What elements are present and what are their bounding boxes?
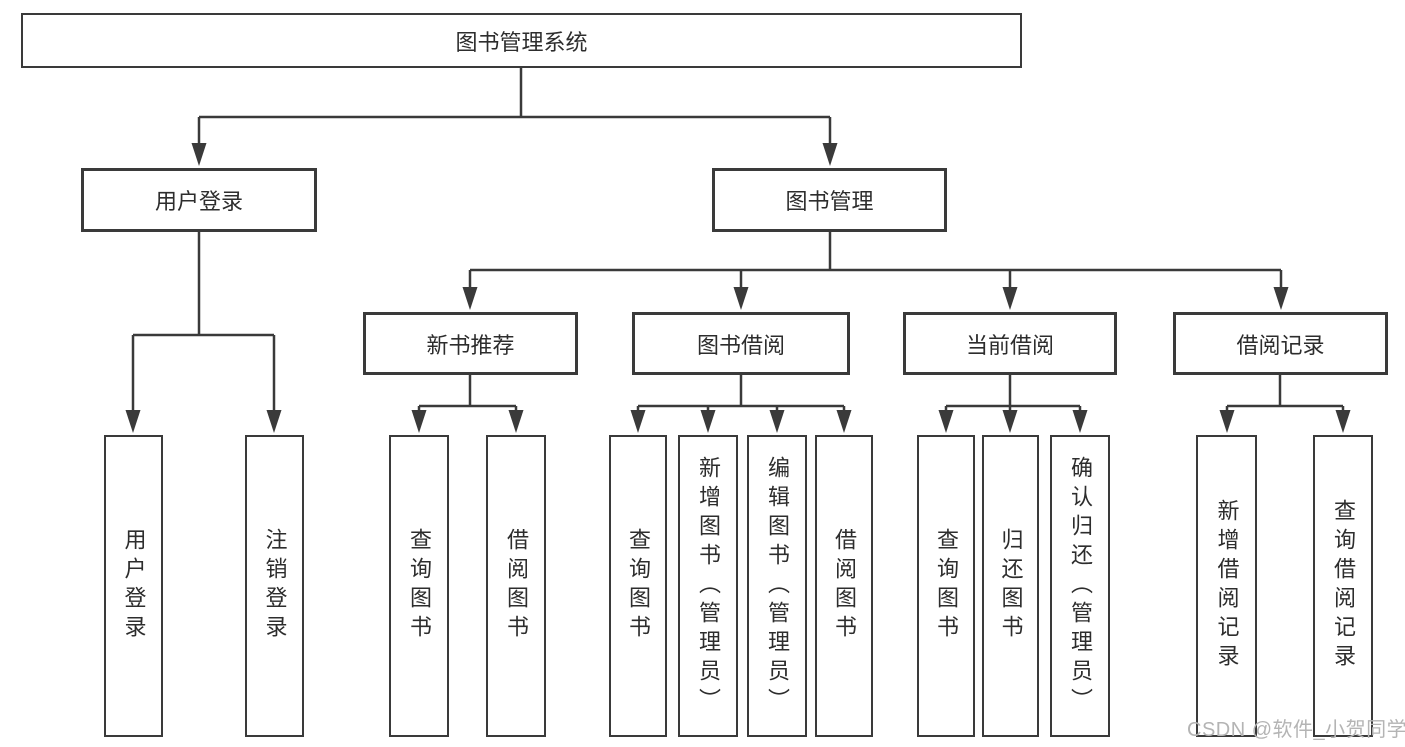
connector-root-split (197, 68, 832, 146)
csdn-watermark: CSDN @软件_小贺同学 (1187, 719, 1405, 741)
leaf-borrow-books-2-label: 借阅图书 (832, 528, 857, 644)
node-user-login-label: 用户登录 (154, 189, 243, 214)
leaf-confirm-return-admin-label: 确认归还（管理员） (1068, 455, 1093, 717)
leaf-logout: 注销登录 (245, 435, 304, 737)
leaf-add-book-admin: 新增图书（管理员） (678, 435, 738, 737)
leaf-borrow-books-2: 借阅图书 (815, 435, 873, 737)
node-new-book-recommend: 新书推荐 (363, 312, 578, 375)
connector-new-book-split (417, 375, 518, 412)
node-library-system-label: 图书管理系统 (455, 29, 588, 55)
node-current-borrow: 当前借阅 (903, 312, 1117, 375)
connector-book-management-split (468, 232, 1283, 289)
node-book-management-label: 图书管理 (785, 189, 874, 214)
node-borrow-records: 借阅记录 (1173, 312, 1388, 375)
leaf-return-book-label: 归还图书 (998, 528, 1024, 644)
node-current-borrow-label: 当前借阅 (965, 332, 1054, 358)
node-new-book-recommend-label: 新书推荐 (426, 332, 515, 358)
arrowheads (125, 143, 1351, 433)
leaf-add-borrow-record: 新增借阅记录 (1196, 435, 1257, 737)
node-book-management: 图书管理 (712, 168, 947, 232)
leaf-add-borrow-record-label: 新增借阅记录 (1214, 499, 1240, 673)
leaf-edit-book-admin-label: 编辑图书（管理员） (765, 455, 790, 717)
leaf-user-login: 用户登录 (104, 435, 163, 737)
node-borrow-records-label: 借阅记录 (1236, 332, 1325, 358)
leaf-query-borrow-record-label: 查询借阅记录 (1331, 499, 1356, 673)
connector-book-borrow-split (636, 375, 846, 412)
leaf-query-borrow-record: 查询借阅记录 (1313, 435, 1373, 737)
leaf-query-books-2: 查询图书 (609, 435, 667, 737)
leaf-query-books-2-label: 查询图书 (626, 528, 651, 644)
node-library-system: 图书管理系统 (21, 13, 1022, 68)
leaf-query-books-1: 查询图书 (389, 435, 449, 737)
leaf-user-login-label: 用户登录 (121, 528, 147, 644)
node-user-login: 用户登录 (81, 168, 317, 232)
connector-current-borrow-split (944, 375, 1082, 412)
leaf-query-books-3-label: 查询图书 (934, 528, 959, 644)
leaf-return-book: 归还图书 (982, 435, 1039, 737)
connector-user-login-split (131, 232, 276, 412)
leaf-query-books-1-label: 查询图书 (407, 528, 432, 644)
leaf-query-books-3: 查询图书 (917, 435, 975, 737)
leaf-confirm-return-admin: 确认归还（管理员） (1050, 435, 1110, 737)
leaf-logout-label: 注销登录 (262, 528, 288, 644)
leaf-add-book-admin-label: 新增图书（管理员） (696, 455, 721, 717)
leaf-borrow-books-1-label: 借阅图书 (504, 528, 529, 644)
node-book-borrow-label: 图书借阅 (696, 332, 785, 358)
node-book-borrow: 图书借阅 (632, 312, 850, 375)
connector-borrow-records-split (1225, 375, 1345, 412)
leaf-borrow-books-1: 借阅图书 (486, 435, 546, 737)
leaf-edit-book-admin: 编辑图书（管理员） (747, 435, 807, 737)
